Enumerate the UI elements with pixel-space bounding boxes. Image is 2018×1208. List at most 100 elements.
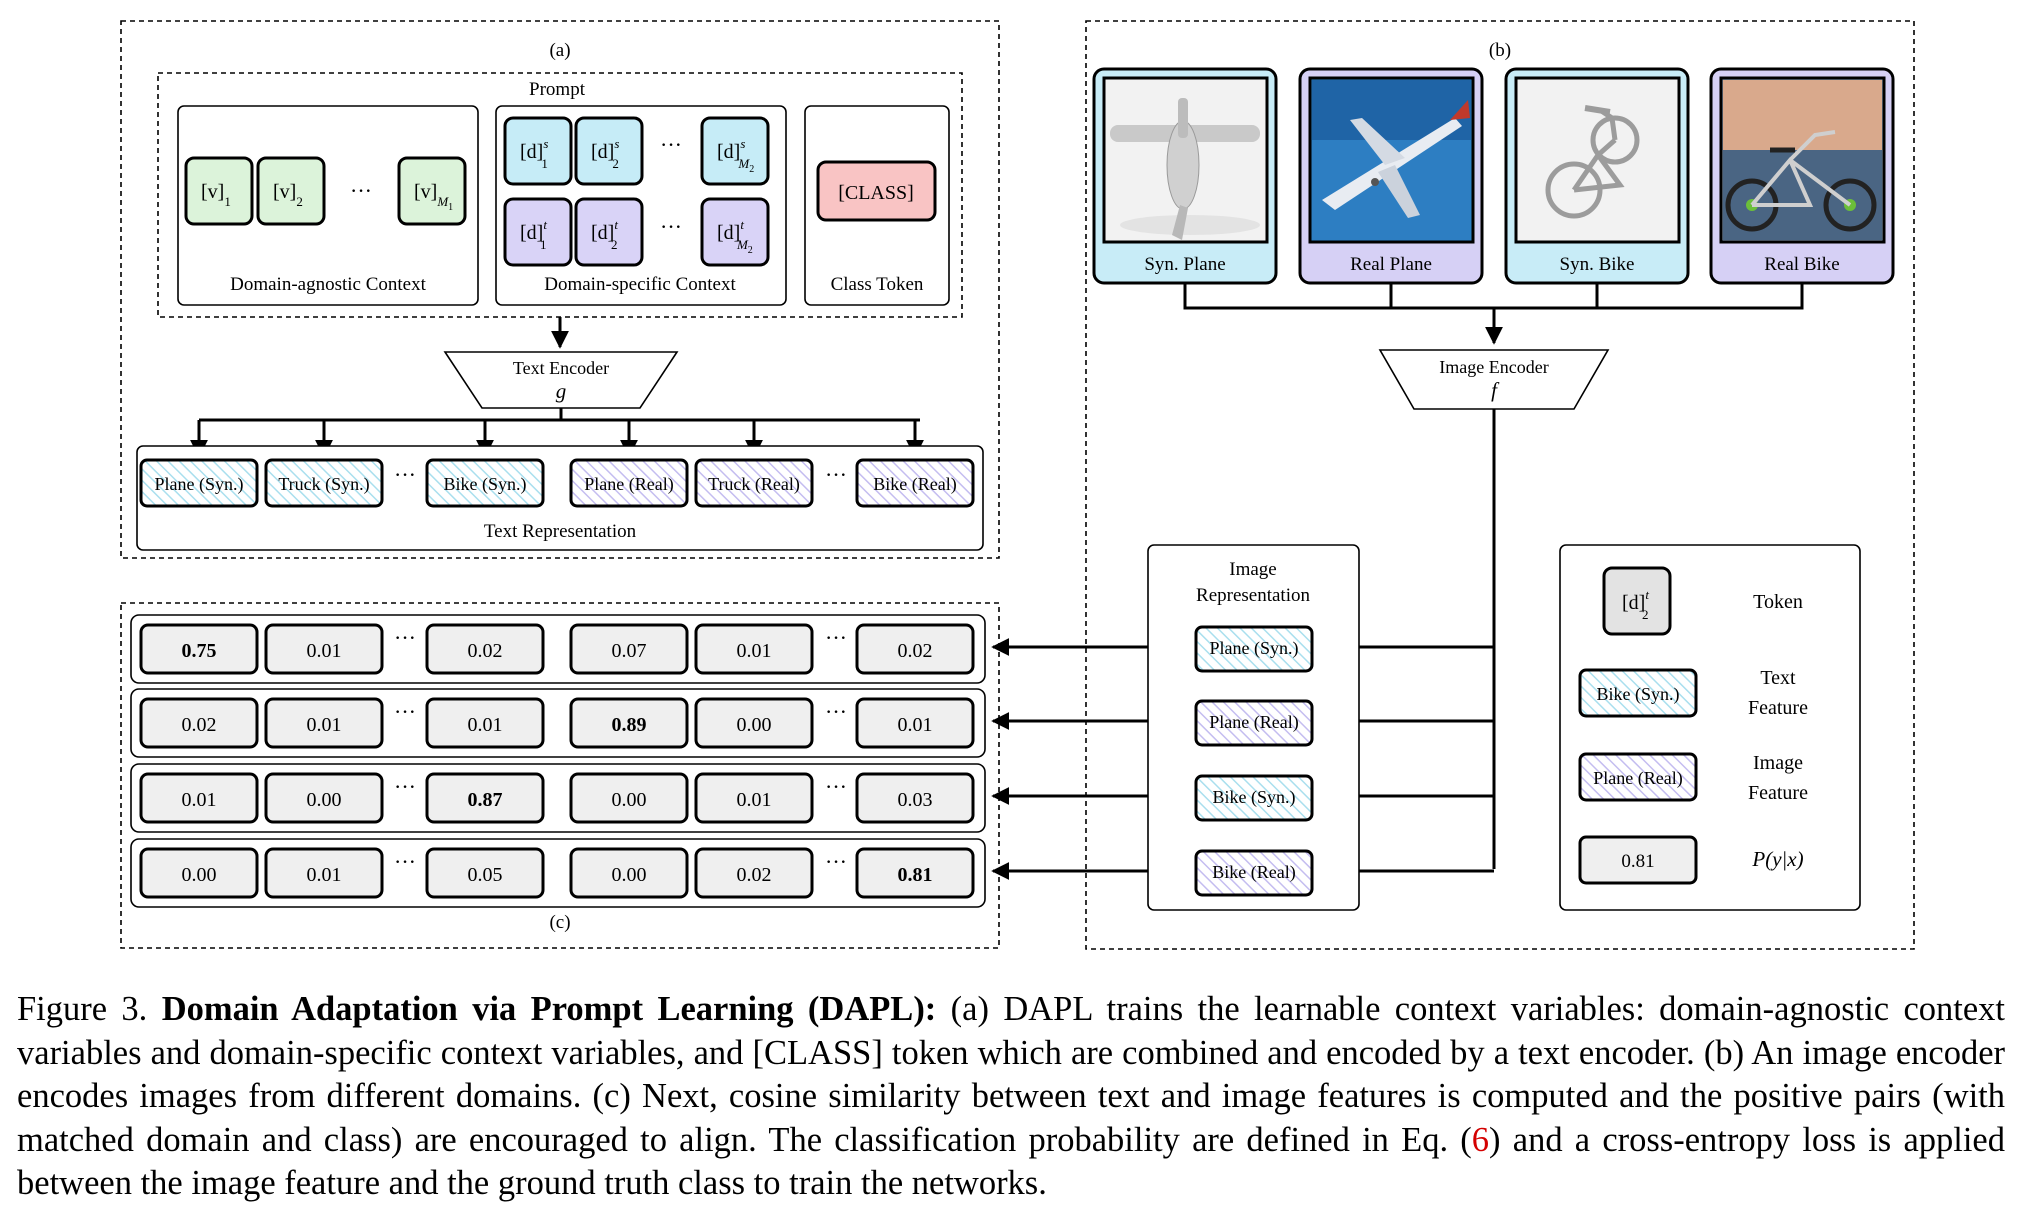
probability-cell xyxy=(264,847,384,899)
probability-value: 0.81 xyxy=(898,864,933,886)
text-feature-label-6: Bike (Real) xyxy=(873,474,956,495)
probability-value: 0.00 xyxy=(612,864,647,886)
probability-cell xyxy=(569,847,689,899)
image-label-syn-plane: Syn. Plane xyxy=(1144,254,1225,275)
probability-cell xyxy=(264,772,384,824)
legend-text-feature-sample-text: Bike (Syn.) xyxy=(1597,684,1680,705)
text-feature-3 xyxy=(425,458,545,508)
text-feature-5 xyxy=(694,458,814,508)
probability-cell xyxy=(694,623,814,675)
dapl-architecture-diagram: (a) Prompt [v]1[v]2[v]M1 ··· Domain-agno… xyxy=(120,20,1915,950)
domain-agnostic-context: [v]1[v]2[v]M1 ··· Domain-agnostic Contex… xyxy=(177,105,479,306)
agnostic-token-text-1: [v]1 xyxy=(201,181,231,209)
probability-value: 0.89 xyxy=(612,714,647,736)
class-token-label: Class Token xyxy=(831,274,924,295)
target-domain-token-1 xyxy=(503,197,573,267)
caption-eq-ref[interactable]: 6 xyxy=(1471,1120,1490,1159)
legend-probability-sample xyxy=(1578,835,1698,885)
legend-image-feature-sample xyxy=(1578,752,1698,802)
probability-value: 0.87 xyxy=(468,789,503,811)
probability-value: 0.00 xyxy=(307,789,342,811)
probability-row-ellipsis-2: ··· xyxy=(825,625,847,650)
class-token-text: [CLASS] xyxy=(838,182,914,204)
text-feature-4 xyxy=(569,458,689,508)
probability-row-ellipsis-2: ··· xyxy=(825,774,847,799)
text-feature-label-5: Truck (Real) xyxy=(708,474,800,495)
text-encoder: Text Encoder g xyxy=(443,351,679,409)
probability-value: 0.01 xyxy=(898,714,933,736)
probability-row-ellipsis-2: ··· xyxy=(825,699,847,724)
text-feature-label-4: Plane (Real) xyxy=(584,474,673,495)
probability-value: 0.05 xyxy=(468,864,503,886)
probability-value: 0.01 xyxy=(307,640,342,662)
probability-cell xyxy=(569,623,689,675)
probability-cell xyxy=(855,697,975,749)
domain-agnostic-context-label: Domain-agnostic Context xyxy=(230,274,426,295)
image-encoder-label: Image Encoder xyxy=(1439,357,1548,377)
image-encoder-symbol: f xyxy=(1491,378,1500,402)
text-feature-1 xyxy=(139,458,259,508)
probability-cell xyxy=(569,697,689,749)
text-representation-label: Text Representation xyxy=(484,521,637,542)
text-feature-label-3: Bike (Syn.) xyxy=(444,474,527,495)
caption-title: Domain Adaptation via Prompt Learning (D… xyxy=(161,990,937,1028)
legend-text-feature-label-2: Feature xyxy=(1748,697,1808,719)
probability-row-ellipsis-1: ··· xyxy=(394,699,416,724)
image-feature-4 xyxy=(1194,849,1314,897)
probability-cell xyxy=(264,697,384,749)
probability-value: 0.01 xyxy=(737,789,772,811)
probability-value: 0.01 xyxy=(182,789,217,811)
probability-row-ellipsis-1: ··· xyxy=(394,625,416,650)
legend-image-feature-label-1: Image xyxy=(1753,752,1803,774)
real-plane-image xyxy=(1312,80,1471,218)
probability-cell xyxy=(425,772,545,824)
text-encoder-symbol: g xyxy=(556,379,567,403)
probability-cell xyxy=(425,847,545,899)
probability-value: 0.02 xyxy=(737,864,772,886)
probability-cell xyxy=(425,697,545,749)
probability-cell xyxy=(855,772,975,824)
legend-probability-sample-text: 0.81 xyxy=(1621,851,1654,872)
caption-body: (a) DAPL trains the learnable context va… xyxy=(17,990,2006,1159)
legend-token-label: Token xyxy=(1753,591,1803,613)
probability-value: 0.02 xyxy=(898,640,933,662)
class-token xyxy=(816,160,937,222)
legend-text-feature-sample xyxy=(1578,668,1698,718)
image-representation: Image Representation Plane (Syn.)Plane (… xyxy=(1147,544,1360,911)
text-feature-6 xyxy=(855,458,975,508)
agnostic-token-2 xyxy=(256,156,326,226)
image-feature-3 xyxy=(1194,774,1314,822)
probability-cell xyxy=(264,623,384,675)
image-label-real-plane: Real Plane xyxy=(1350,254,1432,275)
synthetic-bike-image xyxy=(1545,105,1640,219)
probability-cell xyxy=(139,772,259,824)
probability-value: 0.01 xyxy=(468,714,503,736)
text-rep-ellipsis-2: ··· xyxy=(825,462,847,487)
probability-value: 0.01 xyxy=(737,640,772,662)
probability-value: 0.00 xyxy=(737,714,772,736)
caption-suffix: ) and a cross-entropy loss is applied be… xyxy=(17,1120,2005,1203)
probability-value: 0.02 xyxy=(182,714,217,736)
image-feature-label-4: Bike (Real) xyxy=(1212,862,1295,883)
image-feature-label-2: Plane (Real) xyxy=(1209,712,1298,733)
text-encoder-label: Text Encoder xyxy=(513,358,609,378)
probability-row-ellipsis-1: ··· xyxy=(394,849,416,874)
legend-image-feature-label-2: Feature xyxy=(1748,782,1808,804)
panel-a-label: (a) xyxy=(549,40,570,61)
agnostic-token-3 xyxy=(397,156,467,226)
panel-b-label: (b) xyxy=(1489,40,1511,61)
figure-caption: Figure 3. Domain Adaptation via Prompt L… xyxy=(17,988,2005,1206)
legend-text-feature-label-1: Text xyxy=(1760,667,1796,689)
image-card-syn-bike: Syn. Bike xyxy=(1504,67,1690,285)
text-feature-label-2: Truck (Syn.) xyxy=(278,474,369,495)
agnostic-ellipsis: ··· xyxy=(350,178,372,203)
panel-a: (a) Prompt [v]1[v]2[v]M1 ··· Domain-agno… xyxy=(120,20,1000,559)
